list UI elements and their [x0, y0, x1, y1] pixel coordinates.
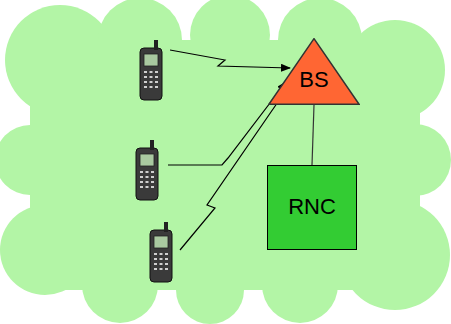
node-label: BS	[299, 68, 328, 92]
triangle-shape	[269, 39, 359, 105]
rnc-box: RNC	[267, 165, 357, 250]
base-station-triangle: BS	[268, 38, 360, 105]
phone-icon	[136, 140, 158, 200]
connector-line	[312, 105, 314, 165]
radio-link	[170, 50, 290, 68]
radio-link	[168, 82, 286, 165]
phone-icon	[140, 40, 162, 100]
node-label: RNC	[288, 195, 336, 219]
phone-icon	[150, 222, 172, 282]
